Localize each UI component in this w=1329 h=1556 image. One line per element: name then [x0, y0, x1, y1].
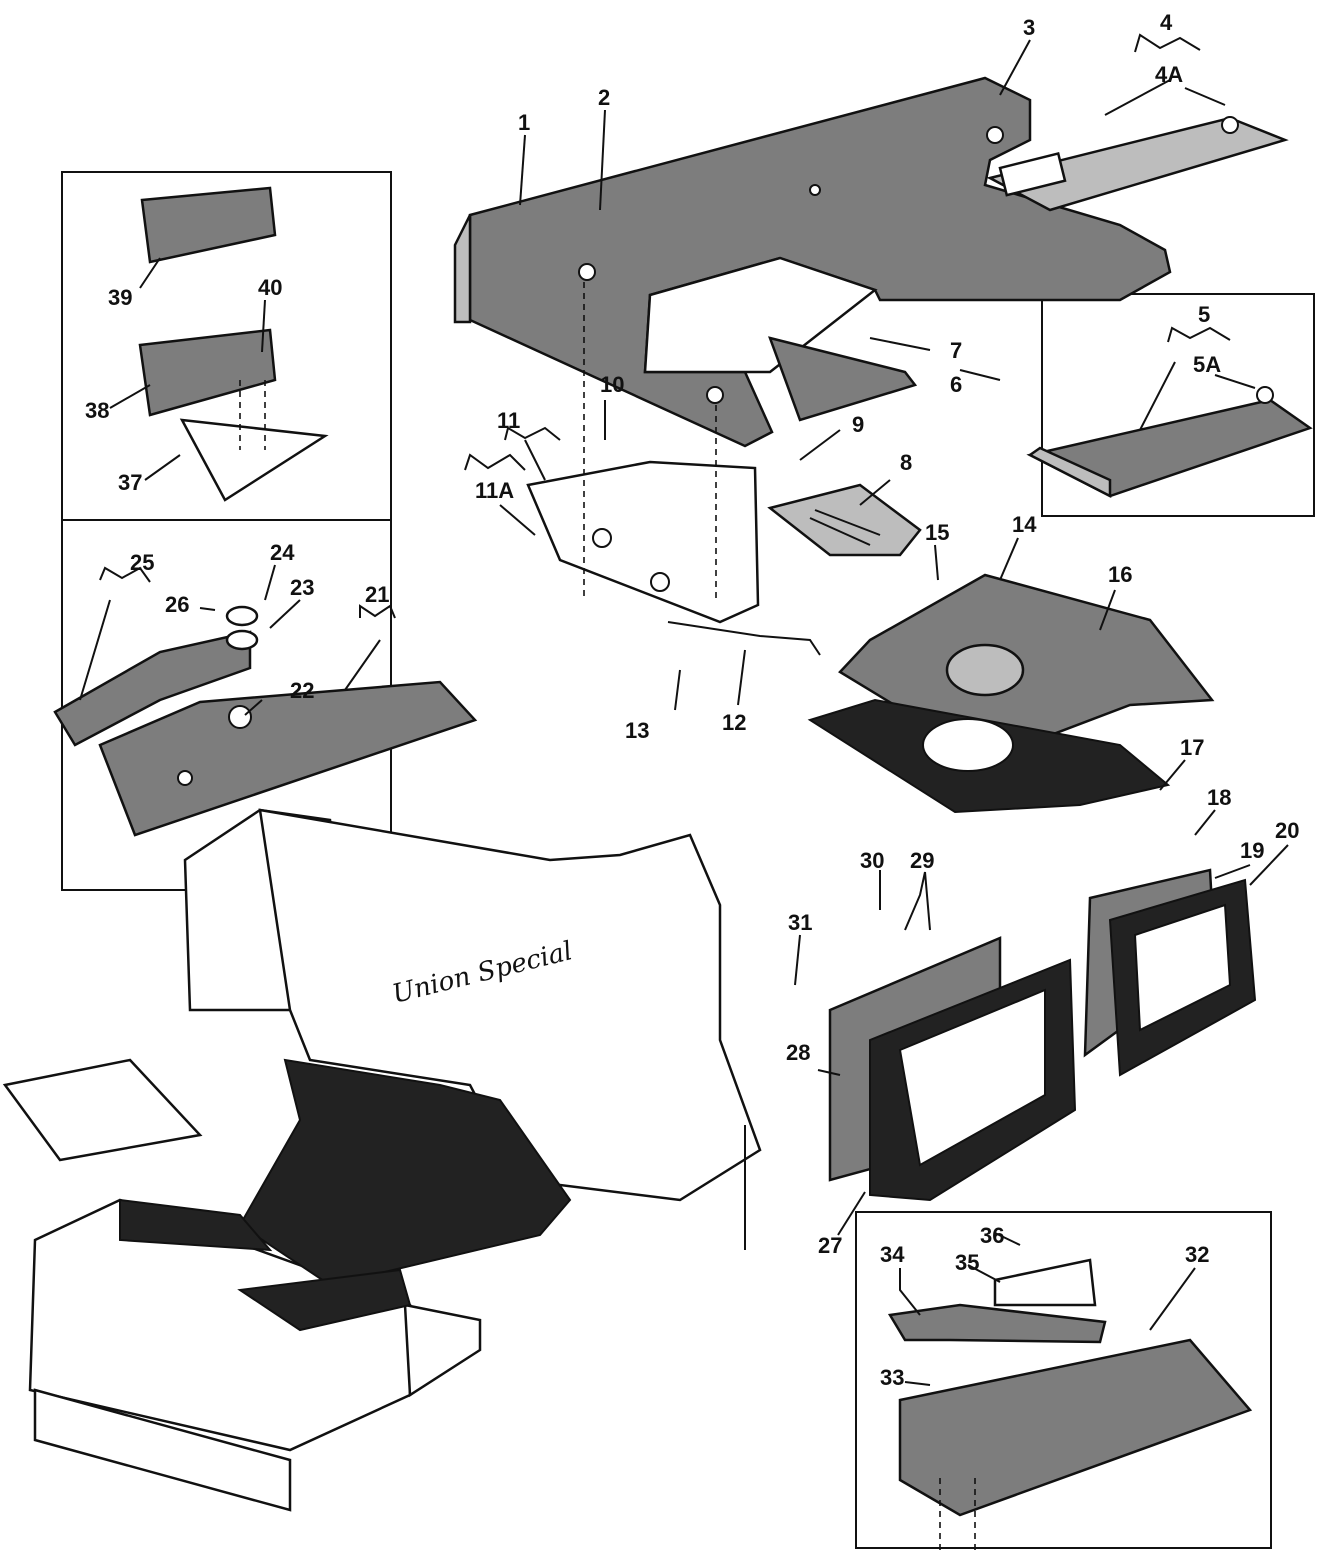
plate-35	[993, 1258, 1097, 1307]
label-16: 16	[1108, 562, 1132, 587]
label-1: 1	[518, 110, 530, 135]
label-37: 37	[118, 470, 142, 495]
label-32: 32	[1185, 1242, 1209, 1267]
label-29: 29	[910, 848, 934, 873]
label-13: 13	[625, 718, 649, 743]
needle-plate-8	[767, 483, 922, 557]
gasket-27	[869, 958, 1077, 1202]
label-18: 18	[1207, 785, 1231, 810]
slide-plate-5	[1026, 386, 1313, 499]
label-7: 7	[950, 338, 962, 363]
base-37	[179, 418, 329, 502]
label-30: 30	[860, 848, 884, 873]
label-14: 14	[1012, 512, 1037, 537]
label-35: 35	[955, 1250, 979, 1275]
slide-plate-4	[986, 116, 1289, 212]
sewing-machine: Union Special	[2, 808, 762, 1512]
label-8: 8	[900, 450, 912, 475]
label-3: 3	[1023, 15, 1035, 40]
label-9: 9	[852, 412, 864, 437]
label-5a: 5A	[1193, 352, 1221, 377]
bed-cover-plate	[453, 76, 1172, 448]
gasket-17	[807, 698, 1171, 814]
label-11: 11	[497, 408, 520, 433]
cover-38	[138, 328, 277, 417]
lever-12	[667, 621, 821, 656]
label-39: 39	[108, 285, 132, 310]
part-number-labels: 1 2 3 4 4A 5 5A 6 7 8 9 10 11 11A 12 13 …	[85, 10, 1299, 1390]
label-17: 17	[1180, 735, 1204, 760]
label-24: 24	[270, 540, 295, 565]
bed-plate-21	[98, 680, 478, 837]
clamp-arm-25	[53, 605, 259, 747]
label-19: 19	[1240, 838, 1264, 863]
label-23: 23	[290, 575, 314, 600]
throat-plate-6	[768, 336, 918, 422]
label-20: 20	[1275, 818, 1299, 843]
cover-39	[140, 186, 277, 264]
label-4: 4	[1160, 10, 1173, 35]
base-plate-11	[526, 282, 760, 624]
label-2: 2	[598, 85, 610, 110]
bracket-34	[887, 1303, 1107, 1344]
label-26: 26	[165, 592, 189, 617]
gasket-20	[1108, 878, 1257, 1077]
label-28: 28	[786, 1040, 810, 1065]
label-4a: 4A	[1155, 62, 1183, 87]
bed-plate-32	[898, 1338, 1253, 1517]
label-5: 5	[1198, 302, 1210, 327]
label-25: 25	[130, 550, 154, 575]
label-36: 36	[980, 1223, 1004, 1248]
label-15: 15	[925, 520, 949, 545]
label-6: 6	[950, 372, 962, 397]
inset-frame-right	[1041, 293, 1315, 517]
label-27: 27	[818, 1233, 842, 1258]
label-10: 10	[600, 372, 624, 397]
label-22: 22	[290, 678, 314, 703]
label-38: 38	[85, 398, 109, 423]
label-11a: 11A	[475, 478, 514, 503]
label-34: 34	[880, 1242, 905, 1267]
label-40: 40	[258, 275, 282, 300]
label-21: 21	[365, 582, 389, 607]
leader-lines	[79, 33, 1289, 1386]
inset-frame-bottom-right	[855, 1211, 1272, 1549]
label-12: 12	[722, 710, 746, 735]
label-31: 31	[788, 910, 812, 935]
label-33: 33	[880, 1365, 904, 1390]
